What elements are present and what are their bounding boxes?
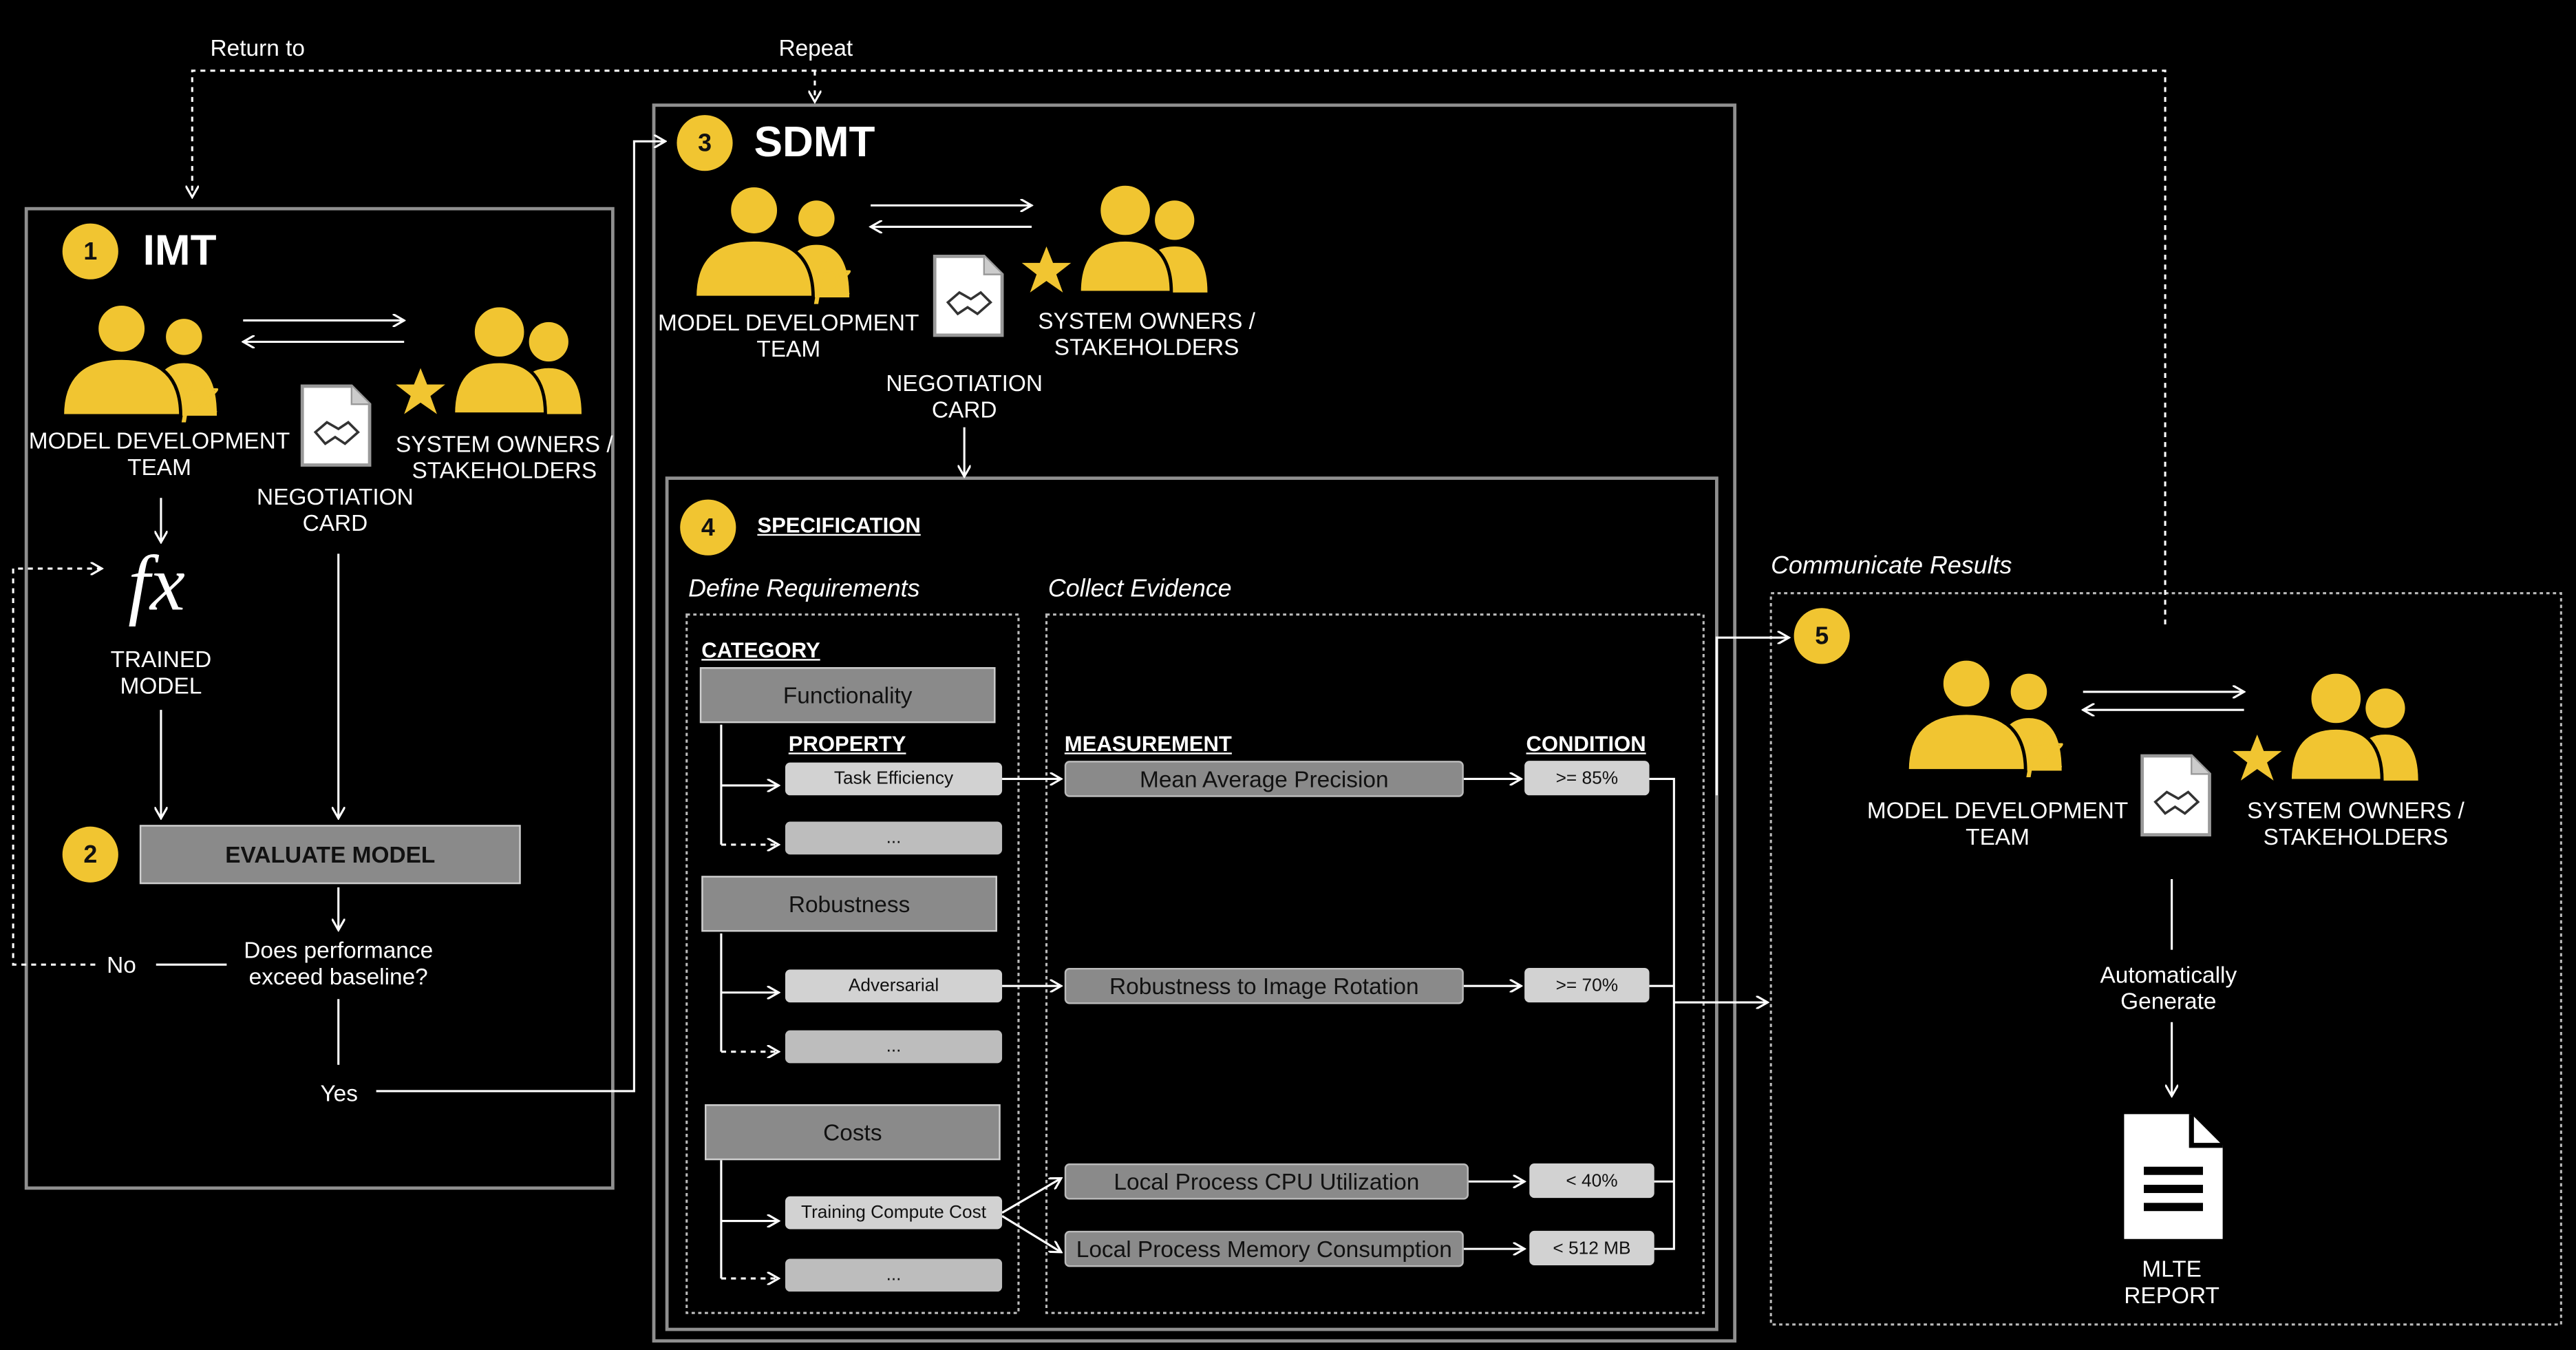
communicate-owners-label: SYSTEM OWNERS /STAKEHOLDERS [2247,797,2465,850]
negotiation-card-icon [300,384,372,467]
property-header: PROPERTY [788,731,906,757]
category-robustness: Robustness [701,876,997,932]
negotiation-card-icon [933,254,1004,337]
svg-text:fx: fx [181,366,219,422]
collect-evidence-label: Collect Evidence [1047,575,1232,604]
category-header: CATEGORY [701,637,820,662]
report-document-icon [2124,1114,2223,1239]
model-development-team-icon: fx [61,304,219,422]
property-more: ... [785,821,1003,855]
measurement-cpu-utilization: Local Process CPU Utilization [1064,1163,1469,1200]
step-badge-2: 2 [62,826,118,883]
property-adversarial: Adversarial [785,969,1003,1003]
model-development-team-icon: fx [1905,659,2063,777]
sdmt-panel [652,103,1737,1343]
imt-panel [24,207,615,1190]
measurement-memory-consumption: Local Process Memory Consumption [1064,1230,1464,1267]
yes-label: Yes [320,1079,358,1106]
step-badge-4: 4 [680,499,736,556]
condition-header: CONDITION [1526,731,1646,757]
specification-title: SPECIFICATION [757,512,921,538]
imt-title: IMT [142,225,217,275]
step-badge-1: 1 [62,223,118,280]
condition-cpu: < 40% [1529,1163,1654,1199]
property-more: ... [785,1258,1003,1292]
return-to-label: Return to [210,34,306,61]
no-label: No [107,951,136,978]
negotiation-card-icon [2140,754,2211,836]
category-costs: Costs [705,1104,1001,1161]
sdmt-owners-label: SYSTEM OWNERS /STAKEHOLDERS [1038,307,1255,360]
return-loop-line [192,70,2167,625]
condition-map: >= 85% [1524,761,1650,796]
system-owners-icon [1021,182,1208,295]
system-owners-icon [396,304,582,416]
condition-memory: < 512 MB [1529,1230,1654,1265]
trained-model-fx-icon: fx [128,540,185,628]
measurement-header: MEASUREMENT [1064,731,1232,757]
repeat-label: Repeat [778,34,853,61]
sdmt-title: SDMT [754,116,875,167]
define-requirements-label: Define Requirements [688,575,920,604]
communicate-results-heading: Communicate Results [1771,552,2012,580]
measurement-robustness-rotation: Robustness to Image Rotation [1064,967,1464,1004]
category-functionality: Functionality [699,667,996,724]
property-training-compute-cost: Training Compute Cost [785,1196,1003,1230]
condition-rotation: >= 70% [1524,967,1650,1003]
svg-text:fx: fx [2025,721,2063,777]
step-badge-3: 3 [677,115,733,171]
evaluate-model-box: EVALUATE MODEL [139,825,521,885]
define-requirements-frame [685,613,1020,1314]
collect-evidence-frame [1045,613,1705,1314]
measurement-mean-average-precision: Mean Average Precision [1064,761,1464,797]
step-badge-5: 5 [1793,608,1850,664]
svg-text:fx: fx [813,247,851,304]
property-more: ... [785,1030,1003,1064]
model-development-team-icon: fx [693,185,851,304]
system-owners-icon [2232,670,2418,783]
specification-panel [665,476,1718,1331]
imt-owners-label: SYSTEM OWNERS /STAKEHOLDERS [395,430,613,483]
property-task-efficiency: Task Efficiency [785,762,1003,796]
